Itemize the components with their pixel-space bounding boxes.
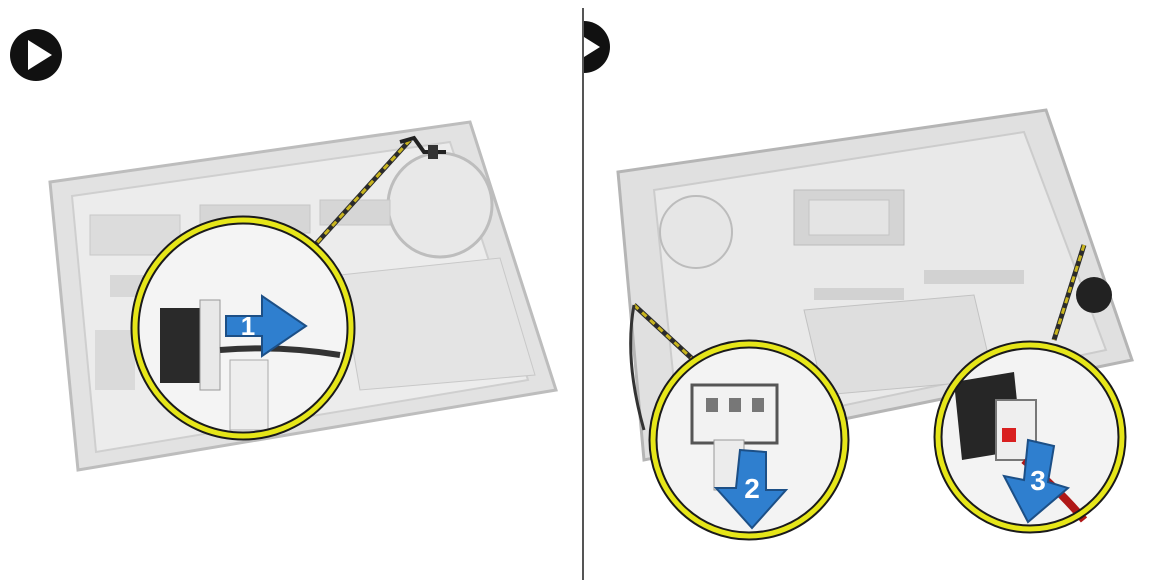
callout-number-1: 1 <box>241 311 255 341</box>
callout-number-3: 3 <box>1030 465 1046 496</box>
step-panel-right: 2 3 <box>584 0 1158 580</box>
callout-number-2: 2 <box>744 473 760 504</box>
right-illustration: 2 3 <box>584 0 1158 580</box>
step-panel-left: 1 <box>0 0 582 580</box>
left-illustration: 1 <box>0 0 582 580</box>
play-circle-icon <box>10 29 62 81</box>
play-circle-icon <box>584 21 610 73</box>
